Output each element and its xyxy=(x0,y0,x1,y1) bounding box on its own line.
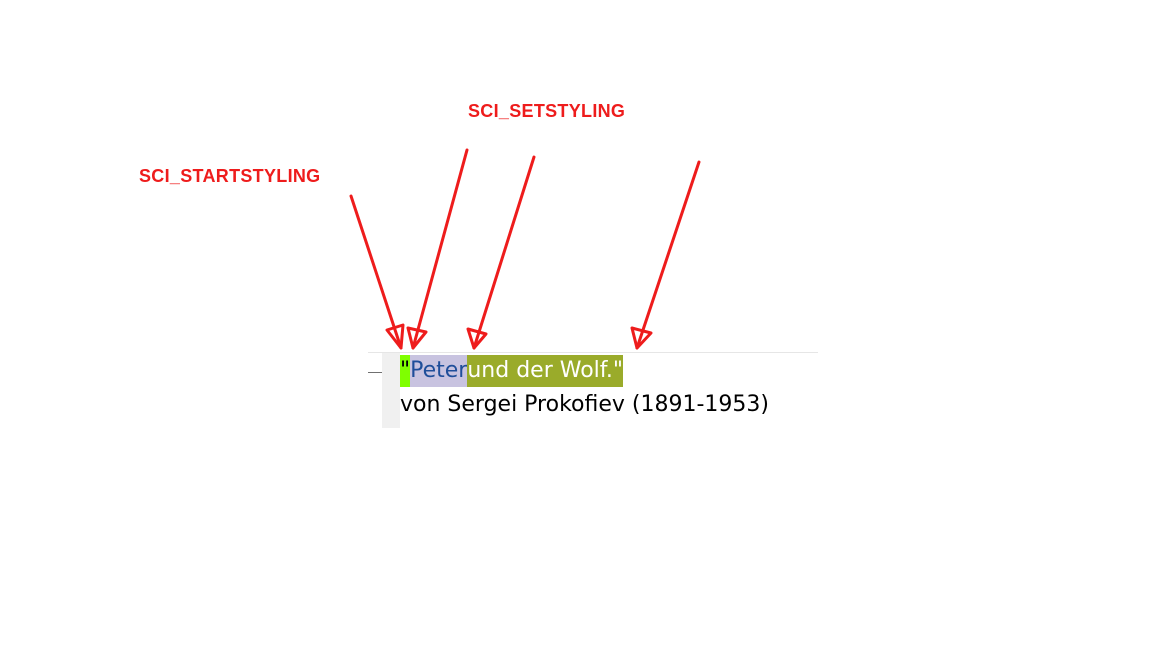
editor-line-1[interactable]: "Peter und der Wolf." xyxy=(400,355,624,387)
styled-run-rest: und der Wolf." xyxy=(467,355,624,387)
sci-startstyling-label: SCI_STARTSTYLING xyxy=(139,166,321,186)
editor-margin xyxy=(382,353,400,428)
editor-line-2[interactable]: von Sergei Prokofiev (1891-1953) xyxy=(400,392,769,417)
arrow-setstyling-2 xyxy=(466,155,536,350)
editor-top-border xyxy=(368,352,818,353)
styled-run-quote: " xyxy=(400,355,411,387)
fold-marker-icon[interactable] xyxy=(368,372,382,373)
styled-run-peter: Peter xyxy=(410,355,468,387)
sci-setstyling-label: SCI_SETSTYLING xyxy=(468,101,626,121)
arrow-setstyling-3 xyxy=(630,160,701,350)
arrow-startstyling xyxy=(349,194,405,350)
arrow-setstyling-1 xyxy=(406,148,469,350)
scintilla-editor[interactable]: "Peter und der Wolf." von Sergei Prokofi… xyxy=(368,352,818,428)
